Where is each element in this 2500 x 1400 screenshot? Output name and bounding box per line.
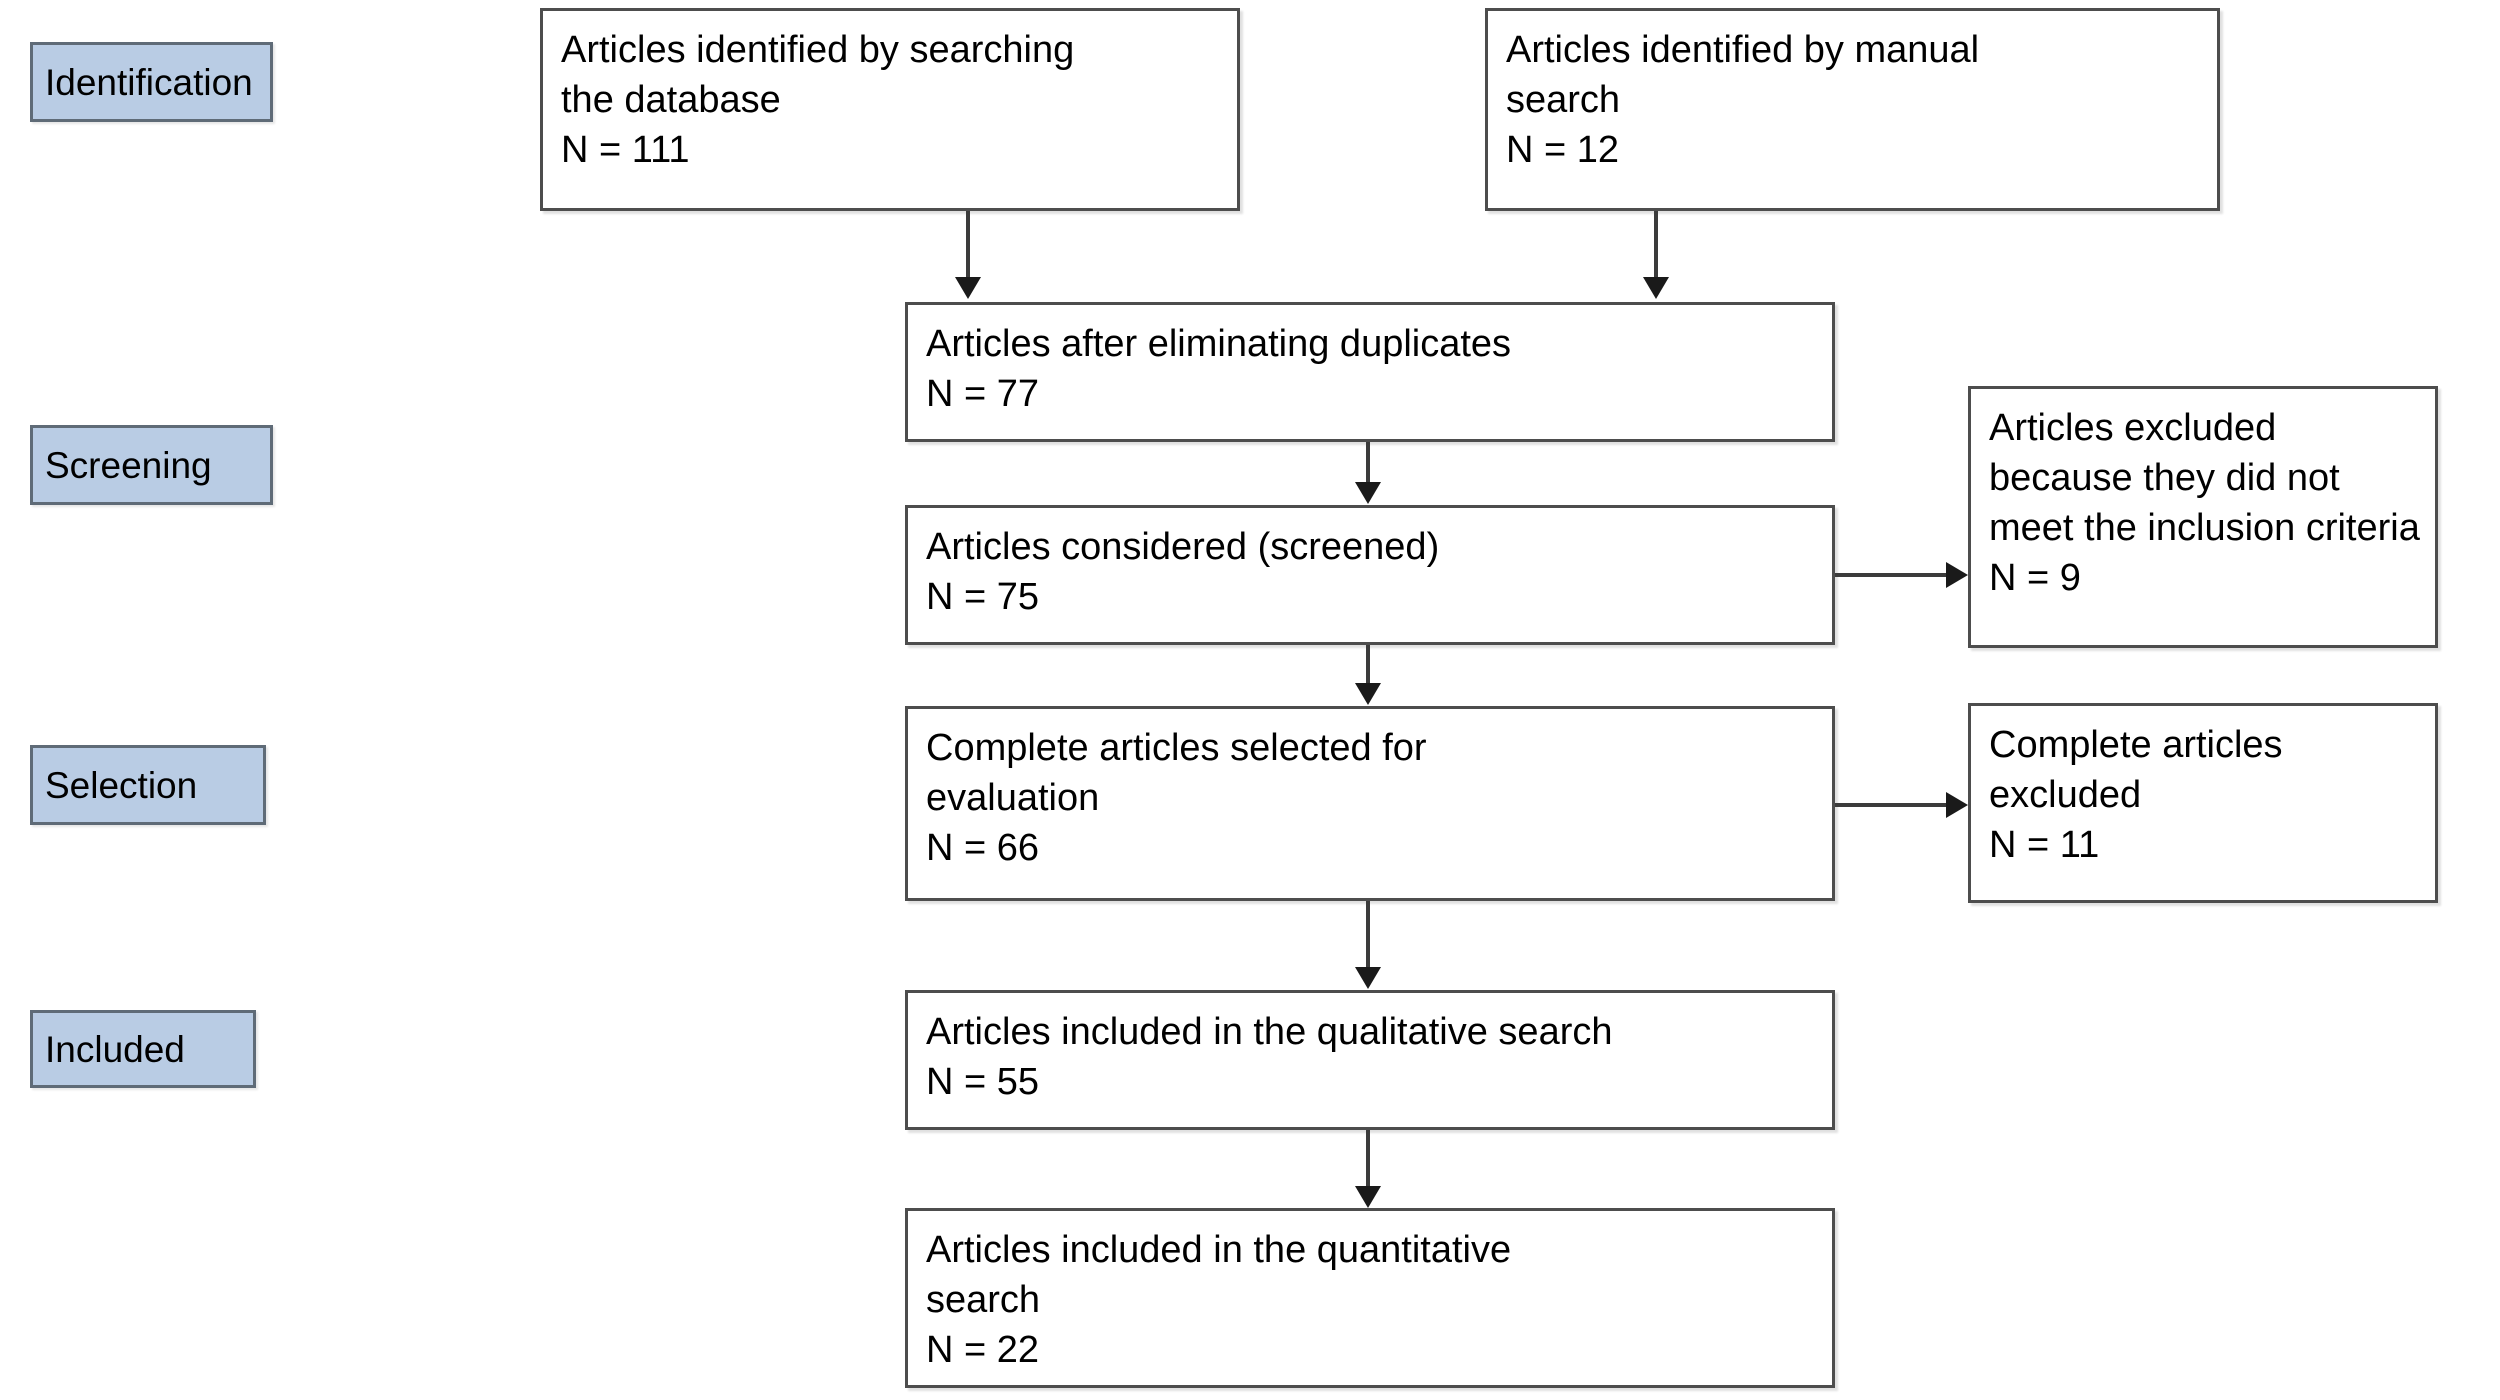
node-database-search: Articles identified by searching the dat… [540,8,1240,211]
node-manual-search: Articles identified by manual search N =… [1485,8,2220,211]
edge-fulltext-to-excluded-line [1835,803,1950,807]
edge-database-to-duplicates-arrowhead [955,277,981,299]
edge-screened-to-excluded-arrowhead [1946,562,1968,588]
node-screened: Articles considered (screened) N = 75 [905,505,1835,645]
edge-manual-to-duplicates-arrowhead [1643,277,1669,299]
node-full-text-assessed: Complete articles selected for evaluatio… [905,706,1835,901]
stage-label-included-text: Included [45,1028,185,1070]
edge-qualitative-to-quantitative-arrowhead [1355,1186,1381,1208]
node-quantitative: Articles included in the quantitative se… [905,1208,1835,1388]
node-after-duplicates: Articles after eliminating duplicates N … [905,302,1835,442]
stage-label-selection-text: Selection [45,764,198,806]
edge-fulltext-to-qualitative-line [1366,901,1370,971]
edge-screened-to-fulltext-line [1366,645,1370,687]
edge-duplicates-to-screened-arrowhead [1355,482,1381,504]
edge-fulltext-to-qualitative-arrowhead [1355,967,1381,989]
stage-label-identification-text: Identification [45,61,253,103]
stage-label-identification: Identification [30,42,273,122]
edge-screened-to-fulltext-arrowhead [1355,683,1381,705]
node-excluded-criteria: Articles excluded because they did not m… [1968,386,2438,648]
node-full-text-excluded: Complete articles excluded N = 11 [1968,703,2438,903]
edge-manual-to-duplicates-line [1654,211,1658,279]
edge-duplicates-to-screened-line [1366,442,1370,486]
stage-label-screening: Screening [30,425,273,505]
edge-database-to-duplicates-line [966,211,970,279]
edge-qualitative-to-quantitative-line [1366,1130,1370,1190]
node-qualitative: Articles included in the qualitative sea… [905,990,1835,1130]
stage-label-screening-text: Screening [45,444,212,486]
edge-screened-to-excluded-line [1835,573,1950,577]
stage-label-included: Included [30,1010,256,1088]
stage-label-selection: Selection [30,745,266,825]
edge-fulltext-to-excluded-arrowhead [1946,792,1968,818]
